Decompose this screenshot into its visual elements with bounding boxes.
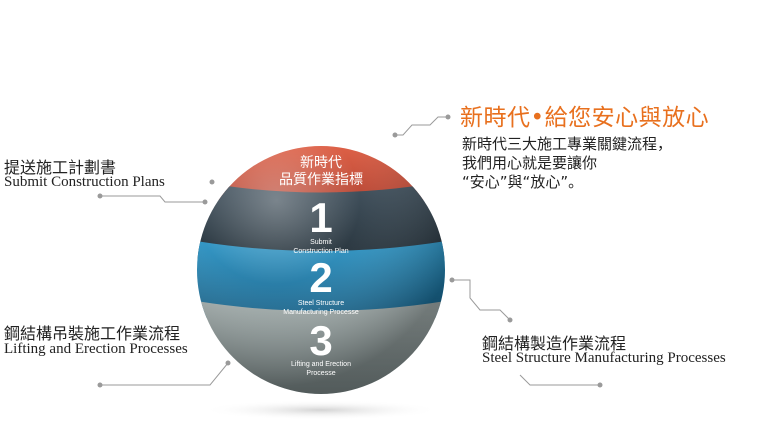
intro-line3: “安心”與“放心”。 xyxy=(462,173,584,191)
headline: 新時代•給您安心與放心 xyxy=(460,105,710,131)
band-2-number: 2 xyxy=(309,254,332,301)
label-submit-zh: 提送施工計劃書 xyxy=(4,158,117,177)
band-3-caption-line2: Processe xyxy=(306,370,335,377)
label-manufacturing-zh: 鋼結構製造作業流程 xyxy=(482,334,627,353)
connector-headline xyxy=(395,116,448,136)
band-1-caption-line1: Submit xyxy=(310,239,332,246)
band-3-number: 3 xyxy=(309,317,332,364)
connector-dots xyxy=(97,114,603,388)
sphere-shadow xyxy=(201,400,441,420)
top-band-line1: 新時代 xyxy=(300,154,342,170)
label-manufacturing-en: Steel Structure Manufacturing Processes xyxy=(482,350,726,366)
connector-manufacturing-lower xyxy=(519,374,600,386)
band-1-number: 1 xyxy=(309,194,332,241)
connector-lines xyxy=(100,116,600,386)
label-submit-en: Submit Construction Plans xyxy=(4,174,165,190)
band-2-caption-line1: Steel Structure xyxy=(298,300,344,307)
top-band-line2: 品質作業指標 xyxy=(279,171,363,187)
connector-submit xyxy=(100,195,205,203)
connector-lifting xyxy=(100,362,229,386)
sphere-bands xyxy=(197,146,445,394)
intro-line1: 新時代三大施工專業關鍵流程， xyxy=(462,135,673,153)
label-lifting-zh: 鋼結構吊裝施工作業流程 xyxy=(4,324,181,343)
intro-line2: 我們用心就是要讓你 xyxy=(462,154,598,172)
band-1-caption-line2: Construction Plan xyxy=(293,248,348,255)
label-lifting-en: Lifting and Erection Processes xyxy=(4,341,188,357)
band-3-caption-line1: Lifting and Erection xyxy=(291,361,351,368)
band-2-caption-line2: Manufacturing Processe xyxy=(283,309,359,316)
connector-manufacturing xyxy=(452,279,511,321)
